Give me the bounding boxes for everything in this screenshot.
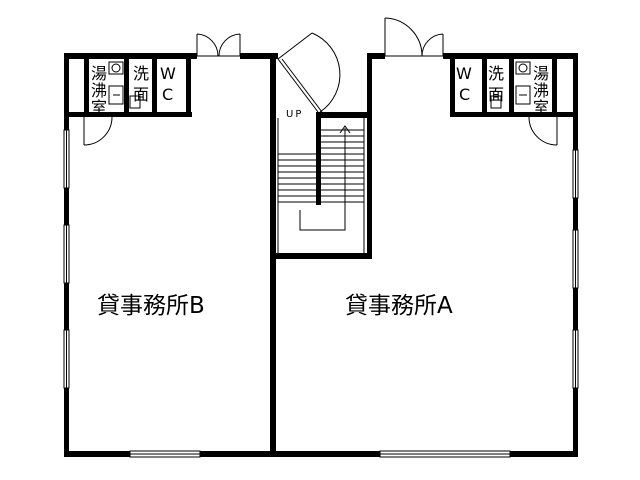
windows bbox=[63, 129, 579, 458]
svg-text:面: 面 bbox=[488, 85, 504, 104]
entrance-door-left bbox=[196, 33, 241, 57]
left-kitchenette-label: 湯 沸 室 bbox=[91, 64, 107, 117]
up-arrow bbox=[339, 125, 351, 210]
stair-up-label: UP bbox=[286, 109, 303, 120]
office-b-label: 貸事務所B bbox=[97, 293, 205, 319]
stair-treads-right bbox=[321, 129, 364, 203]
svg-text:C: C bbox=[459, 85, 470, 104]
svg-text:沸: 沸 bbox=[533, 81, 549, 100]
left-washroom-label: 洗 面 bbox=[133, 64, 149, 104]
right-kitchenette-label: 湯 沸 室 bbox=[533, 64, 549, 117]
svg-text:湯: 湯 bbox=[91, 64, 107, 83]
svg-text:室: 室 bbox=[91, 98, 107, 117]
stair-treads-left bbox=[278, 153, 316, 203]
right-wc-label: W C bbox=[456, 64, 472, 104]
right-washroom-label: 洗 面 bbox=[488, 64, 504, 104]
entrance-door-right bbox=[384, 17, 444, 57]
svg-text:面: 面 bbox=[133, 85, 149, 104]
office-a-label: 貸事務所A bbox=[345, 293, 453, 319]
svg-text:室: 室 bbox=[533, 98, 549, 117]
svg-text:C: C bbox=[162, 85, 173, 104]
right-service-block bbox=[450, 59, 578, 146]
svg-text:洗: 洗 bbox=[133, 64, 149, 83]
stair-guide-line bbox=[299, 210, 346, 231]
stair-hall-door bbox=[277, 32, 341, 113]
staircase: UP bbox=[277, 109, 365, 253]
left-wc-label: W C bbox=[160, 64, 176, 104]
svg-text:W: W bbox=[456, 64, 472, 83]
left-service-block bbox=[64, 59, 192, 146]
svg-text:沸: 沸 bbox=[91, 81, 107, 100]
svg-text:W: W bbox=[160, 64, 176, 83]
svg-text:湯: 湯 bbox=[533, 64, 549, 83]
svg-text:洗: 洗 bbox=[488, 64, 504, 83]
